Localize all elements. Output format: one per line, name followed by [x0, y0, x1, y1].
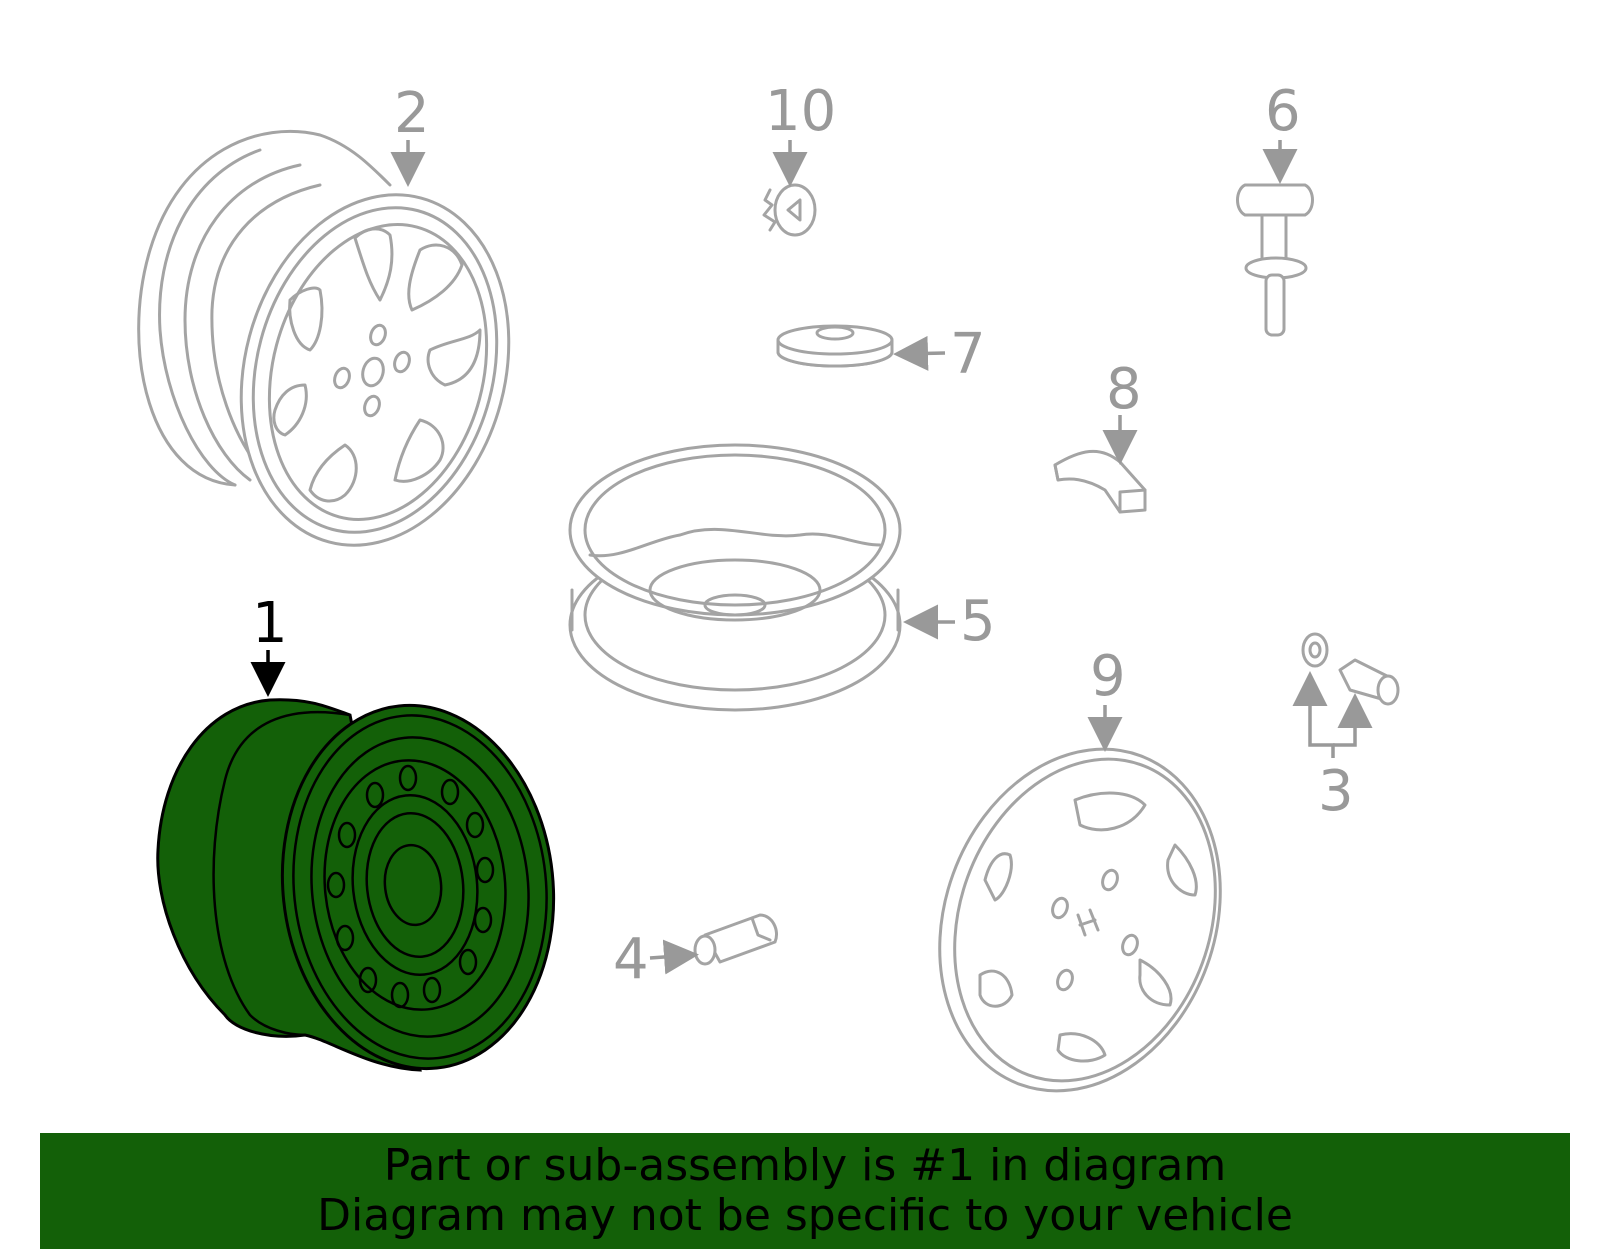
wheel-cover-part-9[interactable]: [893, 709, 1266, 1130]
callout-arrows: [250, 140, 1373, 975]
lug-nut-part-4[interactable]: [693, 913, 778, 966]
nut-bolt-part-3[interactable]: [1301, 632, 1400, 706]
callout-number-7: 7: [950, 322, 986, 387]
spare-wheel-part-5[interactable]: [568, 443, 902, 712]
banner-line-highlighted-part: Part or sub-assembly is #1 in diagram: [383, 1140, 1227, 1191]
callout-number-2: 2: [394, 81, 430, 146]
callout-number-1: 1: [252, 591, 288, 656]
callout-number-6: 6: [1265, 79, 1301, 144]
valve-stem-part-6[interactable]: [1236, 183, 1314, 337]
callout-number-3: 3: [1318, 759, 1354, 824]
callout-number-5: 5: [960, 589, 996, 654]
banner-line-disclaimer: Diagram may not be specific to your vehi…: [317, 1190, 1293, 1241]
balance-weight-part-8[interactable]: [1053, 449, 1147, 514]
info-banner: Part or sub-assembly is #1 in diagram Di…: [40, 1133, 1570, 1249]
steel-wheel-part-1[interactable]: [156, 692, 572, 1082]
cap-part-7[interactable]: [776, 324, 894, 368]
callout-number-9: 9: [1090, 644, 1126, 709]
clip-part-10[interactable]: [762, 183, 817, 237]
alloy-wheel-part-2[interactable]: [137, 129, 547, 575]
callout-number-10: 10: [765, 79, 836, 144]
callout-number-8: 8: [1106, 357, 1142, 422]
callout-number-4: 4: [613, 927, 649, 992]
